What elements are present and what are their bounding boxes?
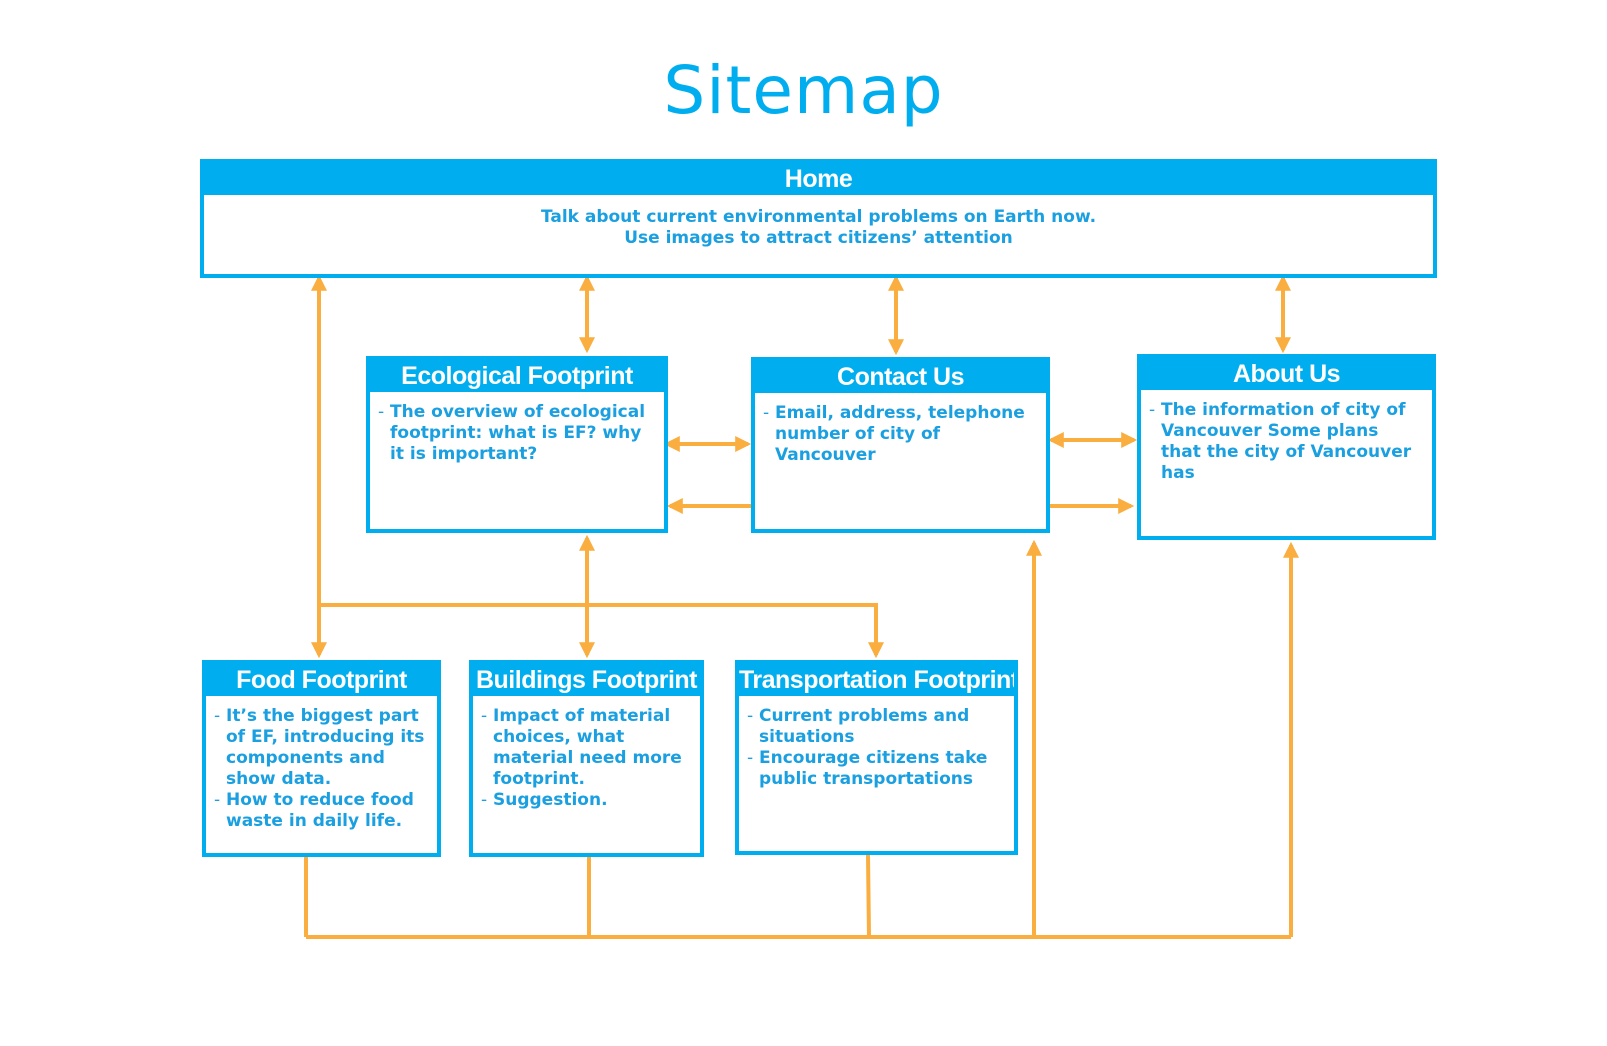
home-title: Home: [204, 163, 1433, 195]
about-us-title: About Us: [1141, 358, 1432, 390]
food-footprint-title: Food Footprint: [206, 664, 437, 696]
list-item: It’s the biggest part of EF, introducing…: [214, 706, 429, 790]
list-item: Suggestion.: [481, 790, 692, 811]
ecological-footprint-node[interactable]: Ecological Footprint The overview of eco…: [366, 356, 668, 533]
list-item: Encourage citizens take public transport…: [747, 748, 1006, 790]
list-item: The information of city of Vancouver Som…: [1149, 400, 1424, 484]
list-item: Current problems and situations: [747, 706, 1006, 748]
list-item: Impact of material choices, what materia…: [481, 706, 692, 790]
ecological-footprint-items: The overview of ecological footprint: wh…: [370, 392, 664, 465]
home-line-1: Talk about current environmental problem…: [540, 207, 1097, 227]
contact-us-node[interactable]: Contact Us Email, address, telephone num…: [751, 357, 1050, 533]
about-us-items: The information of city of Vancouver Som…: [1141, 390, 1432, 484]
transportation-footprint-title: Transportation Footprint: [739, 664, 1014, 696]
transportation-footprint-node[interactable]: Transportation Footprint Current problem…: [735, 660, 1018, 855]
food-footprint-items: It’s the biggest part of EF, introducing…: [206, 696, 437, 832]
arrow-branch-transportation: [319, 603, 884, 659]
home-node[interactable]: Home Talk about current environmental pr…: [200, 159, 1437, 278]
list-item: Email, address, telephone number of city…: [763, 403, 1038, 466]
buildings-footprint-node[interactable]: Buildings Footprint Impact of material c…: [469, 660, 704, 857]
list-item: How to reduce food waste in daily life.: [214, 790, 429, 832]
ecological-footprint-title: Ecological Footprint: [370, 360, 664, 392]
home-description: Talk about current environmental problem…: [204, 195, 1433, 249]
bus-drop-transportation: [866, 854, 871, 938]
contact-us-title: Contact Us: [755, 361, 1046, 393]
list-item: The overview of ecological footprint: wh…: [378, 402, 656, 465]
food-footprint-node[interactable]: Food Footprint It’s the biggest part of …: [202, 660, 441, 857]
buildings-footprint-items: Impact of material choices, what materia…: [473, 696, 700, 811]
page-title: Sitemap: [663, 52, 944, 129]
about-us-node[interactable]: About Us The information of city of Vanc…: [1137, 354, 1436, 540]
buildings-footprint-title: Buildings Footprint: [473, 664, 700, 696]
transportation-footprint-items: Current problems and situations Encourag…: [739, 696, 1014, 790]
contact-us-items: Email, address, telephone number of city…: [755, 393, 1046, 466]
home-line-2: Use images to attract citizens’ attentio…: [624, 228, 1013, 248]
